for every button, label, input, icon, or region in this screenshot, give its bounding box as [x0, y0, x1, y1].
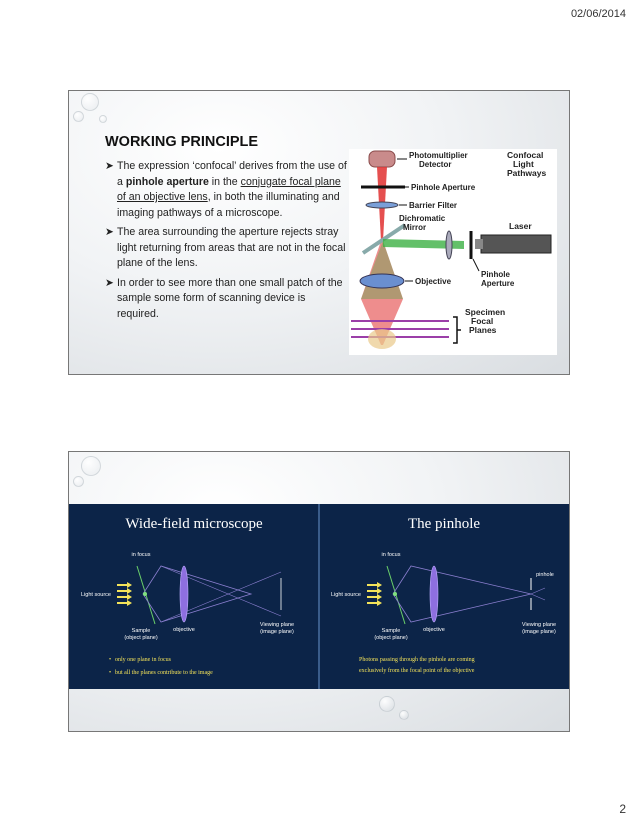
underlined-term: conjugate focal plane of an objective le… — [117, 175, 341, 204]
bullet-item: ➤ The expression ‘confocal’ derives from… — [105, 159, 350, 221]
arrow-bullet-icon: ➤ — [105, 276, 114, 289]
label-specimen: Specimen — [465, 307, 505, 317]
label-objective: objective — [173, 627, 195, 633]
label-confocal: Confocal — [507, 150, 543, 160]
ray-line — [530, 587, 546, 595]
note-bullet-icon: • — [109, 657, 111, 663]
label-pathways: Pathways — [507, 168, 546, 178]
pinhole-panel: The pinhole in focus Light source pinhol… — [331, 516, 556, 674]
label-barrier-filter: Barrier Filter — [409, 201, 457, 210]
label-viewing-plane: Viewing plane — [260, 622, 294, 628]
decorative-bubble — [81, 93, 99, 111]
label-laser: Laser — [509, 221, 532, 231]
bullet-text: The area surrounding the aperture reject… — [117, 226, 346, 269]
page-number: 2 — [619, 802, 626, 816]
objective-lens — [179, 565, 189, 623]
slide-widefield-vs-pinhole: Wide-field microscope in focus Light sou… — [68, 451, 570, 732]
focal-point — [143, 592, 147, 596]
pinhole-note-1: Photons passing through the pinhole are … — [359, 657, 475, 663]
bullet-text: in the — [208, 175, 241, 188]
label-sample: Sample — [132, 628, 151, 634]
label-objective: objective — [423, 627, 445, 633]
label-mirror: Mirror — [403, 223, 426, 232]
specimen-bracket — [453, 316, 461, 344]
label-photomultiplier: Photomultiplier — [409, 151, 468, 160]
label-objective: Objective — [415, 277, 452, 286]
arrow-bullet-icon: ➤ — [105, 226, 114, 238]
pinhole-note-2: exclusively from the focal point of the … — [359, 667, 475, 674]
slide-working-principle: WORKING PRINCIPLE ➤ The expression ‘conf… — [68, 90, 570, 375]
page-date: 02/06/2014 — [570, 8, 626, 20]
label-light: Light — [513, 159, 534, 169]
ray-line — [530, 593, 546, 601]
widefield-panel: Wide-field microscope in focus Light sou… — [81, 516, 294, 676]
barrier-filter-shape — [365, 201, 399, 209]
widefield-note-2: but all the planes contribute to the ima… — [115, 670, 213, 676]
objective-shape — [359, 273, 405, 289]
label-in-focus: in focus — [132, 552, 151, 558]
label-light-source: Light source — [331, 592, 361, 598]
photomultiplier-shape — [368, 150, 396, 168]
ray-line — [160, 571, 282, 623]
laser-lens-shape — [445, 230, 453, 260]
decorative-bubble — [379, 696, 395, 712]
label-dichromatic: Dichromatic — [399, 214, 446, 223]
light-arrows — [367, 582, 382, 606]
decorative-bubble — [81, 456, 101, 476]
bullet-text: , in both the illuminating and imaging p… — [117, 191, 340, 219]
specimen-shape — [368, 329, 396, 349]
label-image-plane: (image plane) — [522, 629, 556, 635]
label-pinhole: pinhole — [536, 572, 554, 578]
ray-lines — [142, 565, 253, 623]
label-pinhole: Pinhole — [481, 270, 510, 279]
decorative-bubble — [399, 710, 409, 720]
label-in-focus: in focus — [382, 552, 401, 558]
green-beam — [383, 239, 464, 249]
ray-lines — [392, 565, 532, 623]
label-planes: Planes — [469, 325, 497, 335]
dichromatic-mirror-shape — [361, 223, 407, 255]
widefield-pinhole-diagram: Wide-field microscope in focus Light sou… — [69, 504, 569, 689]
pointer-line — [472, 258, 480, 272]
label-sample: Sample — [382, 628, 401, 634]
laser-nozzle — [475, 239, 483, 249]
label-aperture: Aperture — [481, 279, 515, 288]
light-arrows — [117, 582, 132, 606]
label-object-plane: (object plane) — [374, 635, 407, 641]
focal-point — [393, 592, 397, 596]
decorative-bubble — [73, 476, 84, 487]
pinhole-title: The pinhole — [408, 516, 480, 532]
bullet-item: ➤ The area surrounding the aperture reje… — [105, 225, 350, 272]
label-image-plane: (image plane) — [260, 629, 294, 635]
bullet-item: ➤ In order to see more than one small pa… — [105, 276, 350, 323]
bullet-list: ➤ The expression ‘confocal’ derives from… — [105, 159, 350, 326]
label-detector: Detector — [419, 160, 451, 169]
decorative-bubble — [99, 115, 107, 123]
objective-lens — [429, 565, 439, 623]
label-object-plane: (object plane) — [124, 635, 157, 641]
label-viewing-plane: Viewing plane — [522, 622, 556, 628]
bullet-text: In order to see more than one small patc… — [117, 276, 343, 320]
bold-term: pinhole aperture — [125, 175, 209, 188]
confocal-pathway-diagram: Photomultiplier Detector Confocal Light … — [349, 149, 557, 355]
slide-title: WORKING PRINCIPLE — [105, 134, 259, 150]
label-pinhole-aperture: Pinhole Aperture — [411, 183, 476, 192]
label-light-source: Light source — [81, 592, 111, 598]
ray-line — [160, 565, 282, 617]
widefield-title: Wide-field microscope — [125, 516, 263, 532]
note-bullet-icon: • — [109, 670, 111, 676]
arrow-bullet-icon: ➤ — [105, 160, 114, 172]
bullet-text: The expression ‘confocal’ derives from t… — [117, 160, 347, 188]
widefield-note-1: only one plane in focus — [115, 656, 172, 663]
decorative-bubble — [73, 111, 84, 122]
laser-shape — [480, 234, 552, 254]
label-focal: Focal — [471, 316, 493, 326]
